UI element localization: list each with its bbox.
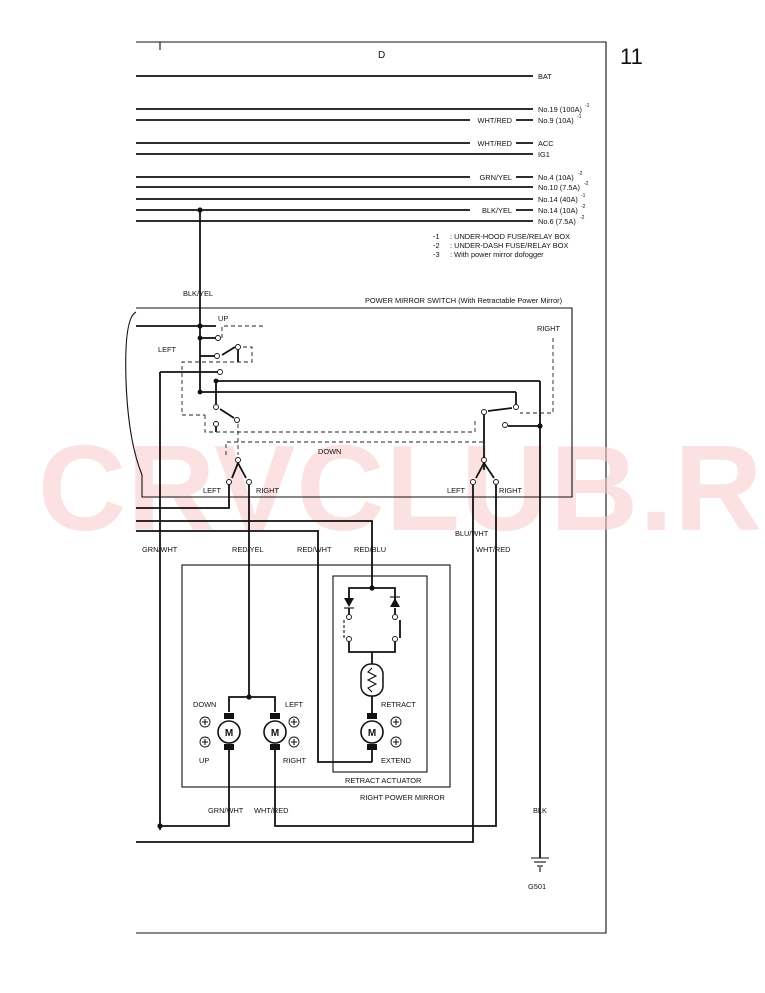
switch-internals [136,323,543,858]
diode-icon [344,598,354,607]
note-ref: -1 [433,232,440,241]
note-ref: -3 [433,250,440,259]
label-extend: EXTEND [381,756,411,765]
bus-label: No.19 (100A) [538,105,582,114]
label-left: LEFT [158,345,177,354]
ground-name: G501 [528,882,546,891]
page-number: 11 [620,44,643,69]
bus-wire-label: BLK/YEL [482,206,512,215]
supply-wire-label: BLK/YEL [183,289,213,298]
actuator-motor [360,720,384,744]
page-frame [136,41,607,934]
motor-symbol: M [271,728,279,739]
mirror-wire-label: WHT/RED [254,806,289,815]
actuator-box [332,575,428,773]
bus-label: BAT [538,72,552,81]
label-left-b: LEFT [447,486,466,495]
switch-linkages [181,325,554,455]
section-letter: D [378,50,385,61]
bus-label: ACC [538,139,554,148]
note-text: : UNDER-HOOD FUSE/RELAY BOX [450,232,570,241]
bus-ref: -2 [584,181,589,187]
watermark-text: CRVCLUB.RU [38,420,765,556]
label-left-a: LEFT [203,486,222,495]
note-text: : UNDER-DASH FUSE/RELAY BOX [450,241,568,250]
switch-box [125,307,573,498]
label-up: UP [218,314,228,323]
thermistor-icon [360,663,384,697]
bus-ref: -1 [585,103,590,109]
label-retract: RETRACT [381,700,416,709]
label-left-motor: LEFT [285,700,304,709]
bus-lines [136,75,533,222]
label-down-motor: DOWN [193,700,216,709]
motor-symbol: M [368,728,376,739]
bus-label: No.10 (7.5A) [538,183,580,192]
bus-wire-label: WHT/RED [478,139,513,148]
label-up-motor: UP [199,756,209,765]
wire-label: GRN/WHT [142,545,178,554]
wire-label: RED/YEL [232,545,264,554]
ground-wire-label: BLK [533,806,547,815]
bus-label: No.9 (10A) [538,116,574,125]
bus-label: No.4 (10A) [538,173,574,182]
label-right-b: RIGHT [499,486,522,495]
bus-label: No.6 (7.5A) [538,217,576,226]
label-right-motor: RIGHT [283,756,306,765]
output-wires [136,485,497,843]
mirror-box [181,564,451,788]
wire-label: RED/BLU [354,545,386,554]
bus-labels: BAT No.19 (100A) -1 WHT/RED No.9 (10A) -… [478,72,590,226]
wire-label: WHT/RED [476,545,511,554]
note-ref: -2 [433,241,440,250]
wire-label: BLU/WHT [455,529,489,538]
note-text: : With power mirror dofogger [450,250,544,259]
switch-title: POWER MIRROR SWITCH (With Retractable Po… [365,296,562,305]
polarity-marks [199,716,402,748]
motor-symbol: M [225,728,233,739]
motor-up-down: M [217,713,241,750]
label-down: DOWN [318,447,341,456]
bus-ref: -1 [581,193,586,199]
ground-symbol [531,857,549,872]
mirror-wire-label: GRN/WHT [208,806,244,815]
notes-legend: -1 : UNDER-HOOD FUSE/RELAY BOX -2 : UNDE… [433,232,570,259]
bus-wire-label: GRN/YEL [480,173,512,182]
motor-left-right: M [263,713,287,750]
wire-label: RED/WHT [297,545,332,554]
diode-icon [390,598,400,607]
bus-wire-label: WHT/RED [478,116,513,125]
bus-ref: -2 [580,215,585,221]
actuator-title: RETRACT ACTUATOR [345,776,421,785]
mirror-title: RIGHT POWER MIRROR [360,793,445,802]
bus-ref: -2 [581,204,586,210]
bus-label: IG1 [538,150,550,159]
bus-ref: -1 [577,114,582,120]
label-right-top: RIGHT [537,324,560,333]
bus-ref: -2 [578,171,583,177]
label-right-a: RIGHT [256,486,279,495]
bus-label: No.14 (40A) [538,195,578,204]
bus-label: No.14 (10A) [538,206,578,215]
actuator-circuit: M [343,585,401,763]
